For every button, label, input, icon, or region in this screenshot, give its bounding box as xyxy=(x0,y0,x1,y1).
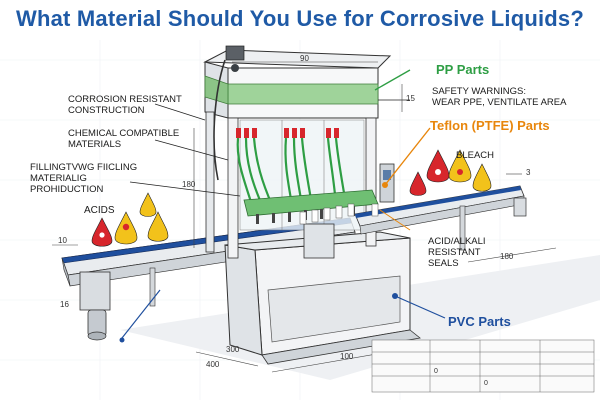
seals-line-3: SEALS xyxy=(428,258,459,269)
dim-right-conveyor: 180 xyxy=(500,252,514,261)
pp-parts-callout: PP Parts xyxy=(436,62,490,77)
top-motor xyxy=(213,45,245,181)
filling-line-2: MATERIALIG xyxy=(30,173,87,184)
corrosion-line-1: CORROSION RESISTANT xyxy=(68,94,182,105)
seals-label: ACID/ALKALI RESISTANT SEALS xyxy=(428,236,486,269)
callout-leaders xyxy=(121,69,446,339)
machine-frame xyxy=(203,49,395,259)
dim-top-width: 90 xyxy=(300,54,309,63)
seals-line-1: ACID/ALKALI xyxy=(428,236,486,247)
safety-warnings-label: SAFETY WARNINGS: WEAR PPE, VENTILATE ARE… xyxy=(432,86,566,108)
dim-base-depth: 300 xyxy=(226,345,240,354)
page-title: What Material Should You Use for Corrosi… xyxy=(16,6,584,31)
title-block xyxy=(371,339,595,393)
chemical-line-2: MATERIALS xyxy=(68,139,122,150)
leader-lines xyxy=(129,99,410,197)
corrosive-hazard-drop-icon xyxy=(435,169,463,175)
pvc-parts-callout: PVC Parts xyxy=(448,314,511,329)
dim-base-left: 400 xyxy=(206,360,220,369)
nozzle-valves xyxy=(236,128,339,138)
dim-left-conveyor: 10 xyxy=(58,236,67,245)
machine-base xyxy=(224,231,421,365)
safety-line-1: SAFETY WARNINGS: xyxy=(432,86,526,97)
acids-label: ACIDS xyxy=(84,205,115,216)
chemical-compatible-label: CHEMICAL COMPATIBLE MATERIALS xyxy=(68,128,179,150)
corrosion-line-2: CONSTRUCTION xyxy=(68,105,145,116)
left-hazard-drops xyxy=(91,192,169,247)
dim-frame-height: 180 xyxy=(182,180,196,189)
title-block-cell-a: 0 xyxy=(434,368,438,375)
right-hazard-drops xyxy=(409,149,492,196)
filling-line-3: PROHIDUCTION xyxy=(30,184,104,195)
corrosion-resistant-label: CORROSION RESISTANT CONSTRUCTION xyxy=(68,94,182,116)
skull-hazard-drop-icon xyxy=(99,223,130,238)
chemical-line-1: CHEMICAL COMPATIBLE xyxy=(68,128,180,139)
seals-line-2: RESISTANT xyxy=(428,247,481,258)
conveyor-motor xyxy=(79,271,125,343)
dim-left-small: 16 xyxy=(60,300,69,309)
dim-right-small: 3 xyxy=(526,168,531,177)
filling-line-1: FILLINGTVWG FIICLING xyxy=(30,162,138,173)
safety-line-2: WEAR PPE, VENTILATE AREA xyxy=(432,97,567,108)
teflon-parts-callout: Teflon (PTFE) Parts xyxy=(430,118,550,133)
bleach-label: BLEACH xyxy=(456,150,495,161)
dim-top-height: 15 xyxy=(406,94,415,103)
filling-material-label: FILLINGTVWG FIICLING MATERIALIG PROHIDUC… xyxy=(30,162,137,195)
bottles xyxy=(299,203,379,225)
title-block-cell-b: 0 xyxy=(484,380,488,387)
dim-base-width: 100 xyxy=(340,352,354,361)
